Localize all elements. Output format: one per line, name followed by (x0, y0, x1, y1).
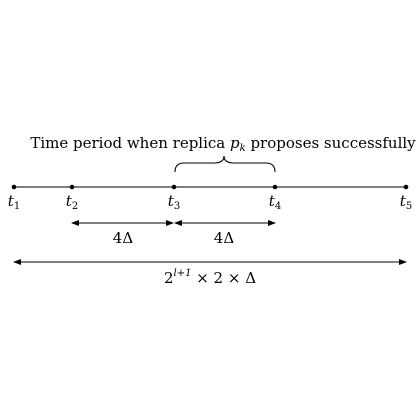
time-point-dot-t5 (403, 184, 409, 190)
time-point-dot-t2 (69, 184, 75, 190)
time-point-label-t5: t5 (400, 192, 412, 212)
caption-suffix: proposes successfully (246, 134, 416, 152)
time-point-label-t1: t1 (8, 192, 20, 212)
curly-brace (174, 155, 276, 173)
interval-label-2: 4Δ (214, 229, 235, 247)
time-point-dot-t3 (171, 184, 177, 190)
total-interval-base: 2 (164, 269, 174, 287)
caption-symbol: p (230, 134, 240, 152)
interval-label-1: 4Δ (113, 229, 134, 247)
time-point-label-t4: t4 (269, 192, 281, 212)
total-interval-label: 2l+1 × 2 × Δ (164, 268, 256, 287)
total-interval-rest: × 2 × Δ (191, 269, 256, 287)
caption-prefix: Time period when replica (30, 134, 230, 152)
time-point-dot-t1 (11, 184, 17, 190)
time-point-label-t3: t3 (168, 192, 180, 212)
time-point-label-t2: t2 (66, 192, 78, 212)
time-point-dot-t4 (272, 184, 278, 190)
caption: Time period when replica pk proposes suc… (30, 134, 416, 154)
total-interval-exponent: l+1 (174, 268, 192, 279)
caption-symbol-sub: k (240, 143, 246, 154)
